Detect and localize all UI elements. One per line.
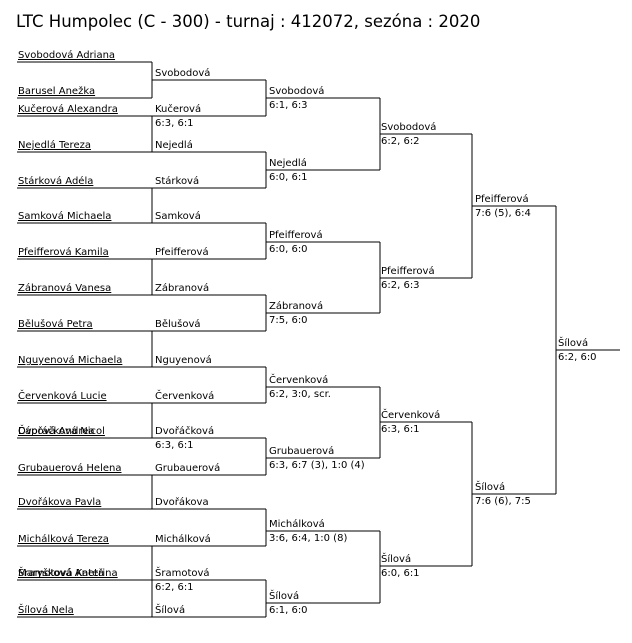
entrant-name: Červenková Lucie [18, 389, 107, 402]
winner-name: Šílová [558, 336, 588, 349]
winner-name: Červenková [269, 373, 328, 386]
winner-name: Šílová [381, 552, 411, 565]
winner-name: Dvořákova [155, 496, 209, 508]
entrant-name: Stárková Adéla [18, 175, 93, 187]
entrant-name: Nejedlá Tereza [18, 139, 91, 151]
entrant-name: Kučerová Alexandra [18, 103, 118, 115]
winner-name: Šramotová [155, 566, 210, 579]
entrant-name: Maryšková Aneta [18, 567, 104, 579]
match-score: 6:2, 6:3 [381, 280, 420, 291]
match-score: 6:0, 6:1 [269, 172, 308, 183]
match-score: 6:2, 6:2 [381, 136, 420, 147]
entrant-name: Michálková Tereza [18, 533, 109, 545]
winner-name: Šílová [155, 603, 185, 616]
match-score: 7:5, 6:0 [269, 315, 308, 326]
winner-name: Michálková [269, 518, 325, 530]
match-score: 6:3, 6:1 [381, 424, 420, 435]
winner-name: Nguyenová [155, 354, 212, 366]
winner-name: Dvořáčková [155, 425, 214, 437]
winner-name: Michálková [155, 533, 211, 545]
entrant-name: Barusel Anežka [18, 85, 95, 97]
winner-name: Kučerová [155, 103, 201, 115]
winner-name: Červenková [155, 389, 214, 402]
match-score: 7:6 (5), 6:4 [475, 208, 531, 219]
winner-name: Stárková [155, 175, 199, 187]
winner-name: Svobodová [381, 121, 436, 133]
entrant-name: Svobodová Adriana [18, 49, 115, 61]
entrant-name: Samková Michaela [18, 210, 111, 222]
winner-name: Zábranová [155, 282, 209, 294]
tournament-title: LTC Humpolec (C - 300) - turnaj : 412072… [16, 12, 481, 31]
entrant-name: Šramotová Kateřina [18, 566, 118, 579]
winner-name: Pfeifferová [269, 229, 323, 241]
entrant-name: Čápová Andrea [18, 424, 95, 437]
winner-name: Svobodová [269, 85, 324, 97]
match-score: 6:1, 6:3 [269, 100, 308, 111]
entrant-name: Šílová Nela [18, 603, 74, 616]
match-score: 6:2, 3:0, scr. [269, 389, 331, 400]
winner-name: Červenková [381, 408, 440, 421]
winner-name: Zábranová [269, 300, 323, 312]
entrant-name: Dvořáčková Nicol [18, 425, 105, 437]
winner-name: Pfeifferová [155, 246, 209, 258]
match-score: 6:3, 6:1 [155, 440, 194, 451]
match-score: 6:0, 6:0 [269, 244, 308, 255]
entrant-name: Grubauerová Helena [18, 462, 121, 474]
entrant-name: Bělušová Petra [18, 318, 93, 330]
match-score: 6:3, 6:1 [155, 118, 194, 129]
match-score: 6:3, 6:7 (3), 1:0 (4) [269, 460, 365, 471]
winner-name: Svobodová [155, 67, 210, 79]
winner-name: Šílová [475, 480, 505, 493]
entrant-name: Dvořákova Pavla [18, 496, 101, 508]
match-score: 6:1, 6:0 [269, 605, 308, 616]
match-score: 7:6 (6), 7:5 [475, 496, 531, 507]
winner-name: Pfeifferová [381, 265, 435, 277]
winner-name: Grubauerová [269, 445, 334, 457]
winner-name: Grubauerová [155, 462, 220, 474]
match-score: 6:2, 6:1 [155, 582, 194, 593]
entrant-name: Zábranová Vanesa [18, 282, 111, 294]
entrant-name: Pfeifferová Kamila [18, 246, 109, 258]
winner-name: Samková [155, 210, 201, 222]
match-score: 6:2, 6:0 [558, 352, 597, 363]
winner-name: Bělušová [155, 318, 201, 330]
match-score: 3:6, 6:4, 1:0 (8) [269, 533, 347, 544]
winner-name: Nejedlá [155, 139, 193, 151]
match-score: 6:0, 6:1 [381, 568, 420, 579]
winner-name: Pfeifferová [475, 193, 529, 205]
entrant-name: Nguyenová Michaela [18, 354, 122, 366]
winner-name: Šílová [269, 589, 299, 602]
winner-name: Nejedlá [269, 157, 307, 169]
